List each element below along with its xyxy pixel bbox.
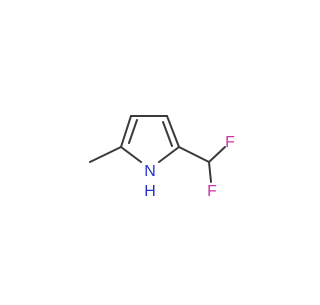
bond-c5-c4-inner xyxy=(128,119,138,144)
bonds xyxy=(89,115,226,183)
bond-chf2-f-top xyxy=(208,146,226,163)
bond-chf2-f-bottom xyxy=(208,161,212,183)
bond-c3-c2-inner xyxy=(162,121,173,147)
molecule-structure: N H F F xyxy=(89,115,235,200)
bond-c3-c2 xyxy=(166,115,180,148)
bond-c5-c4 xyxy=(120,115,132,148)
atom-label-fluorine-bottom: F xyxy=(207,183,217,200)
atom-label-fluorine-top: F xyxy=(225,134,235,151)
atom-label-nitrogen: N xyxy=(144,163,156,180)
atom-label-hydrogen: H xyxy=(144,183,156,200)
bond-methyl-c5 xyxy=(89,146,122,163)
structure-canvas: N H F F xyxy=(89,115,235,200)
bond-n-c5 xyxy=(120,146,142,163)
bond-c2-chf2 xyxy=(178,146,210,163)
bond-c2-n xyxy=(158,146,180,163)
